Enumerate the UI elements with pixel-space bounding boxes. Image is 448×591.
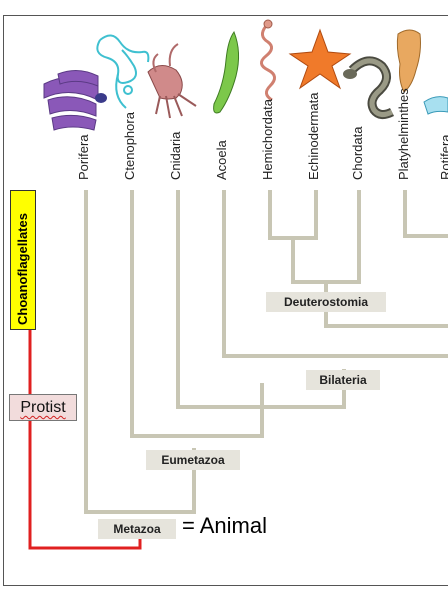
sponge-icon xyxy=(43,70,107,131)
rotifer-icon xyxy=(423,96,448,115)
frame-corner-mark xyxy=(3,15,31,16)
acorn-worm-icon xyxy=(260,19,276,102)
taxon-label-acoela: Acoela xyxy=(214,140,229,180)
flatworm-icon xyxy=(396,29,421,93)
taxon-label-ctenophora: Ctenophora xyxy=(122,112,137,180)
clade-label-deuterostomia: Deuterostomia xyxy=(266,292,386,312)
taxon-label-rotifera: Rotifera xyxy=(438,134,448,180)
taxon-label-porifera: Porifera xyxy=(76,134,91,180)
branch-platyhelminthes xyxy=(403,190,448,238)
starfish-icon xyxy=(288,28,352,90)
choanoflagellates-label-box: Choanoflagellates xyxy=(10,190,36,330)
taxon-label-chordata: Chordata xyxy=(350,126,365,180)
clade-label-metazoa: Metazoa xyxy=(98,519,176,539)
acoel-worm-icon xyxy=(213,30,240,114)
clade-label-eumetazoa: Eumetazoa xyxy=(146,450,240,470)
branch-deuterostomia-hemi-echino xyxy=(268,190,318,240)
choanoflagellates-label: Choanoflagellates xyxy=(15,213,30,325)
comb-jelly-icon xyxy=(96,34,150,109)
branch-ctenophora xyxy=(130,190,264,438)
snake-icon xyxy=(343,56,395,120)
taxon-label-cnidaria: Cnidaria xyxy=(168,131,183,180)
taxon-label-hemichordata: Hemichordata xyxy=(260,99,275,180)
branch-acoela xyxy=(222,190,448,358)
figure-frame xyxy=(3,15,448,586)
taxon-label-echinodermata: Echinodermata xyxy=(306,92,321,180)
protist-line xyxy=(28,196,142,550)
taxon-label-platyhelminthes: Platyhelminthes xyxy=(396,88,411,180)
animal-annotation: = Animal xyxy=(182,513,267,538)
protist-label: Protist xyxy=(9,394,77,421)
clade-label-bilateria: Bilateria xyxy=(306,370,380,390)
jellyfish-icon xyxy=(147,43,197,119)
